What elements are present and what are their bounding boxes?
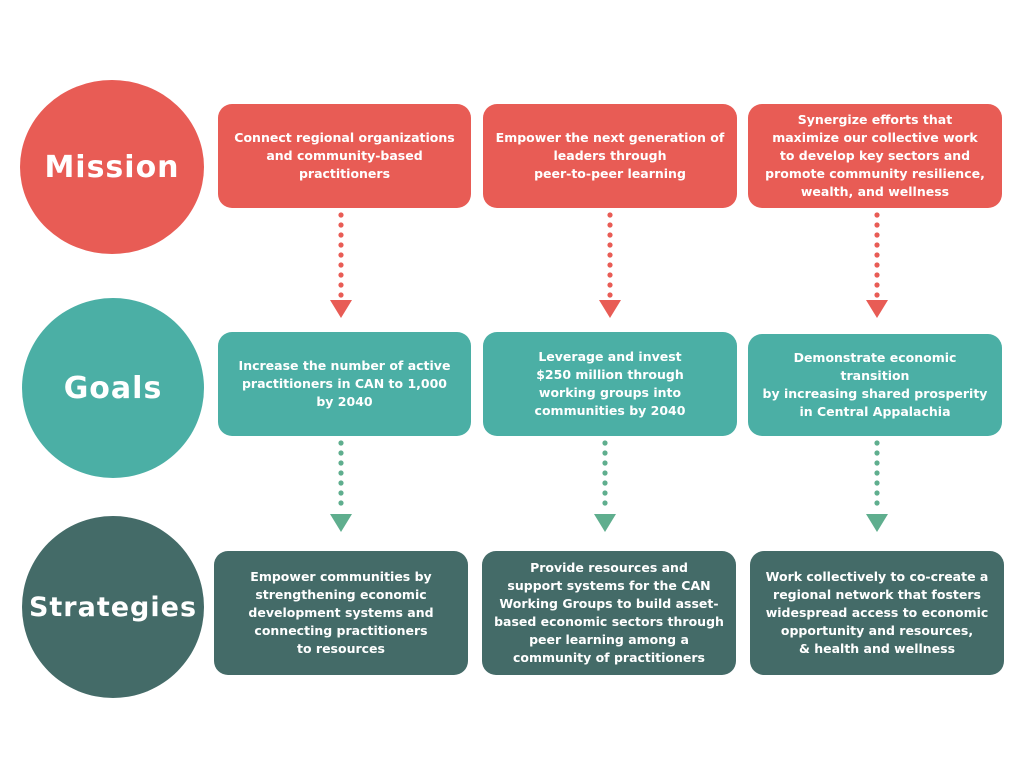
goals-to-strategies-arrow-2 bbox=[594, 440, 616, 532]
mission-to-goals-arrow-1 bbox=[330, 212, 352, 318]
goals-box-1: Increase the number of active practition… bbox=[218, 332, 471, 436]
mission-to-goals-arrow-2 bbox=[599, 212, 621, 318]
mission-circle: Mission bbox=[20, 80, 204, 254]
mission-box-3: Synergize efforts that maximize our coll… bbox=[748, 104, 1002, 208]
strategies-box-3: Work collectively to co-create a regiona… bbox=[750, 551, 1004, 675]
goals-label: Goals bbox=[63, 370, 163, 406]
goals-to-strategies-arrow-3 bbox=[866, 440, 888, 532]
goals-circle: Goals bbox=[22, 298, 204, 478]
strategies-box-1: Empower communities by strengthening eco… bbox=[214, 551, 468, 675]
goals-to-strategies-arrow-1 bbox=[330, 440, 352, 532]
mission-box-2: Empower the next generation of leaders t… bbox=[483, 104, 737, 208]
strategies-label: Strategies bbox=[28, 591, 198, 623]
mission-box-1: Connect regional organizations and commu… bbox=[218, 104, 471, 208]
mission-label: Mission bbox=[44, 149, 180, 185]
goals-box-3: Demonstrate economic transition by incre… bbox=[748, 334, 1002, 436]
strategies-circle: Strategies bbox=[22, 516, 204, 698]
mission-to-goals-arrow-3 bbox=[866, 212, 888, 318]
goals-box-2: Leverage and invest $250 million through… bbox=[483, 332, 737, 436]
strategies-box-2: Provide resources and support systems fo… bbox=[482, 551, 736, 675]
